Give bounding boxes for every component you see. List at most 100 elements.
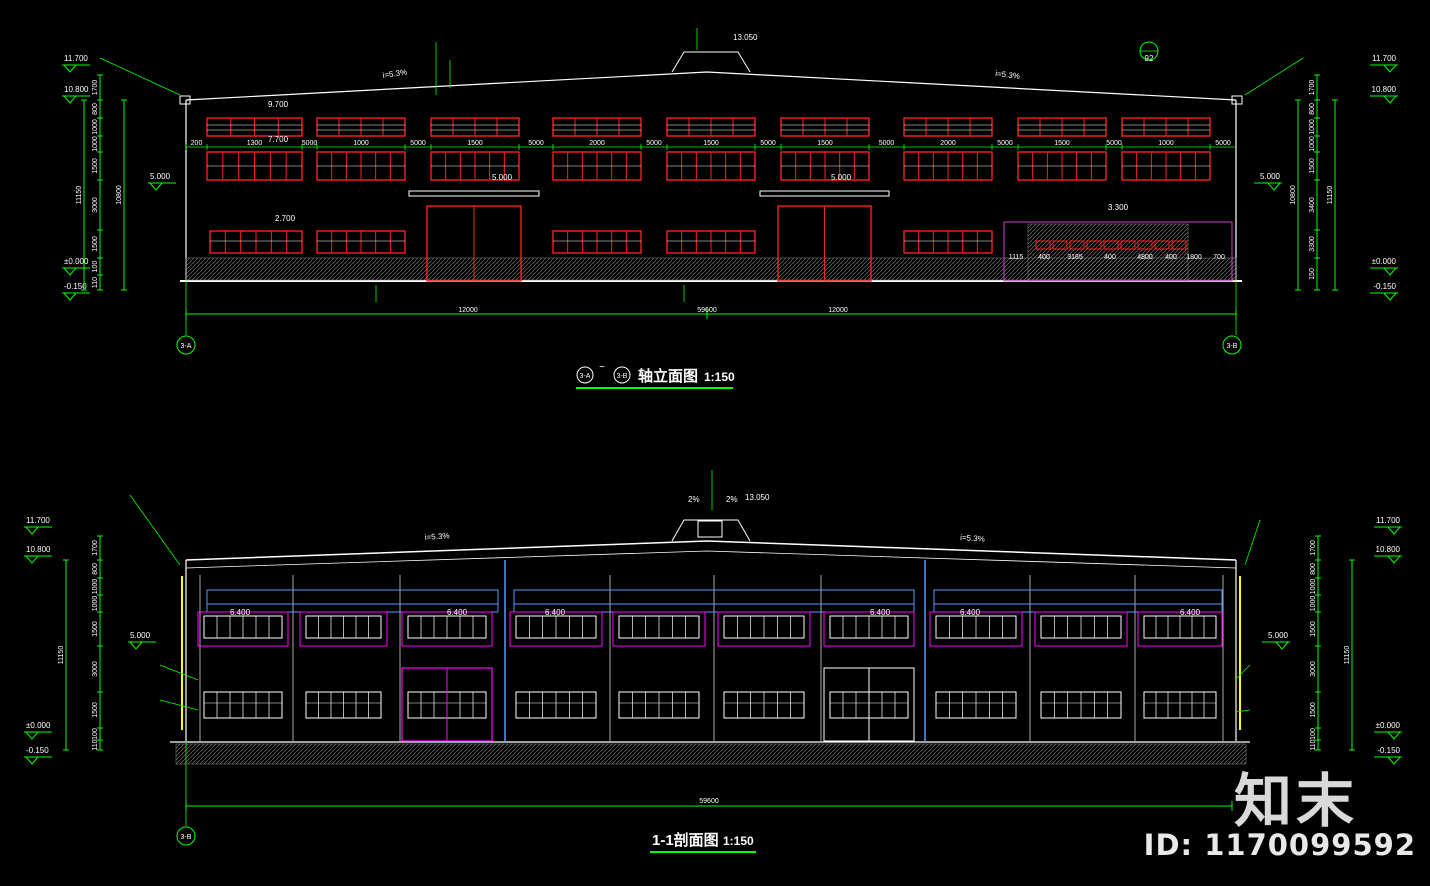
level-bottom-left-2-mark — [25, 555, 39, 564]
roof-outline — [185, 71, 1237, 101]
top-left-vdims-text: 100 — [92, 261, 99, 273]
level-top-left-mid: 5.000 — [150, 172, 171, 181]
axis-bubble-start — [176, 335, 196, 355]
bottom-left-vdims-text: 1000 — [92, 596, 99, 612]
canopy-dim-text: 4800 — [1137, 254, 1153, 261]
slope-right: i=5.3% — [995, 69, 1021, 81]
level-3300: 3.300 — [1108, 203, 1129, 212]
bottom-right-vdims-text: 800 — [1310, 563, 1317, 575]
half-dim-b: 12000 — [828, 307, 848, 314]
span-dim-text: 5000 — [302, 140, 318, 147]
section-upper-bay — [1137, 611, 1223, 647]
crane-level: 6.400 — [230, 608, 251, 617]
span-dim-text: 1000 — [1158, 140, 1174, 147]
span-dim-text: 5000 — [646, 140, 662, 147]
top-left-vdims-text: 1500 — [92, 236, 99, 252]
level-bottom-left-1-mark — [25, 526, 39, 535]
bottom-right-vdims-text: 100 — [1310, 728, 1317, 740]
span-dim-text: 5000 — [1215, 140, 1231, 147]
section-upper-bay — [823, 611, 915, 647]
total-length-top: 59600 — [697, 307, 717, 314]
section-ground-hatch — [175, 743, 1247, 765]
bottom-right-vtotal-text: 11150 — [1344, 646, 1351, 665]
level-top-right-5-mark — [1383, 292, 1397, 301]
top-left-vdims-text: 800 — [92, 103, 99, 115]
canopy-dim-text: 400 — [1038, 254, 1050, 261]
crane-level: 6.400 — [1180, 608, 1201, 617]
slope-left: i=5.3% — [382, 68, 408, 80]
top-right-vdims-text: 1000 — [1309, 136, 1316, 152]
level-top-right-2: 10.800 — [1372, 85, 1397, 94]
bottom-left-vdims-text: 1500 — [92, 621, 99, 637]
canopy-wall — [1027, 223, 1189, 281]
top-left-vdims-text: 1000 — [92, 119, 99, 135]
section-axis-bubble — [176, 826, 196, 846]
level-bottom-right-5: -0.150 — [1377, 746, 1400, 755]
section-upper-bay — [717, 611, 811, 647]
title-axis-a: 3-A — [580, 373, 591, 380]
level-door-b: 5.000 — [831, 173, 852, 182]
span-dim-text: 1500 — [703, 140, 719, 147]
level-top-left-2-mark — [63, 95, 77, 104]
level-bottom-left-2: 10.800 — [26, 545, 51, 554]
title-bubble-b — [613, 366, 631, 384]
top-right-vtotal2-text: 10800 — [1290, 185, 1297, 205]
level-bottom-right-3: 5.000 — [1268, 631, 1289, 640]
level-bottom-left-5: -0.150 — [26, 746, 49, 755]
top-left-vdims-text: 1000 — [92, 136, 99, 152]
section-upper-bay — [401, 611, 493, 647]
span-dim-text: 5000 — [879, 140, 895, 147]
bottom-left-vdims-text: 800 — [92, 563, 99, 575]
bottom-left-vdims-text: 1000 — [92, 579, 99, 595]
span-dim-text: 5000 — [760, 140, 776, 147]
gutter-right — [1231, 95, 1243, 105]
crane-level: 6.400 — [447, 608, 468, 617]
section-upper-bay — [197, 611, 289, 647]
plinth-hatch — [185, 257, 1237, 281]
level-9700: 9.700 — [268, 100, 289, 109]
level-bottom-left-4-mark — [25, 731, 39, 740]
section-slope-left: i=5.3% — [425, 531, 450, 542]
level-bottom-right-1: 11.700 — [1376, 516, 1400, 525]
scale-bottom: 1:150 — [723, 834, 754, 848]
canopy-window — [1171, 240, 1187, 250]
top-right-vdims-text: 3300 — [1309, 236, 1316, 252]
top-right-vdims-text: 1700 — [1309, 80, 1316, 96]
canopy-dim-text: 400 — [1104, 254, 1116, 261]
section-leader — [1234, 664, 1251, 681]
axis-label-start: 3-A — [181, 343, 192, 350]
ridge-vent — [671, 51, 751, 73]
level-top-left-3-mark — [63, 267, 77, 276]
detail-callout-number: 92 — [1145, 54, 1154, 63]
span-dim-text: 5000 — [997, 140, 1013, 147]
level-bottom-right-1-mark — [1387, 526, 1401, 535]
span-dim-text: 5000 — [1106, 140, 1122, 147]
vent-slope-a: 2% — [688, 495, 700, 504]
level-bottom-left-3: 5.000 — [130, 631, 151, 640]
level-top-left-mid-mark — [149, 182, 163, 191]
canopy-dim-text: 1115 — [1009, 254, 1024, 261]
span-dim-text: 200 — [191, 140, 203, 147]
half-dim-a: 12000 — [458, 307, 478, 314]
crane-level: 6.400 — [545, 608, 566, 617]
level-top-left-4: -0.150 — [64, 282, 87, 291]
level-bottom-right-2: 10.800 — [1376, 545, 1401, 554]
canopy-window — [1103, 240, 1119, 250]
bottom-right-vdims-text: 1000 — [1310, 596, 1317, 612]
span-dim-text: 1500 — [467, 140, 483, 147]
level-top-left-1: 11.700 — [64, 54, 88, 63]
bottom-right-vdims-text: 110 — [1310, 739, 1317, 750]
crane-level: 6.400 — [960, 608, 981, 617]
level-bottom-right-4: ±0.000 — [1376, 721, 1401, 730]
scale-top: 1:150 — [704, 370, 735, 384]
level-top-right-3-mark — [1267, 182, 1281, 191]
level-top-right-5: -0.150 — [1373, 282, 1396, 291]
section-ridge-level: 13.050 — [745, 493, 770, 502]
vent-slope-b: 2% — [726, 495, 738, 504]
canopy-window — [1069, 240, 1085, 250]
crane-level: 6.400 — [870, 608, 891, 617]
bottom-right-vdims-text: 1000 — [1310, 579, 1317, 595]
span-dim-text: 1500 — [817, 140, 833, 147]
span-dim-text: 1000 — [353, 140, 369, 147]
